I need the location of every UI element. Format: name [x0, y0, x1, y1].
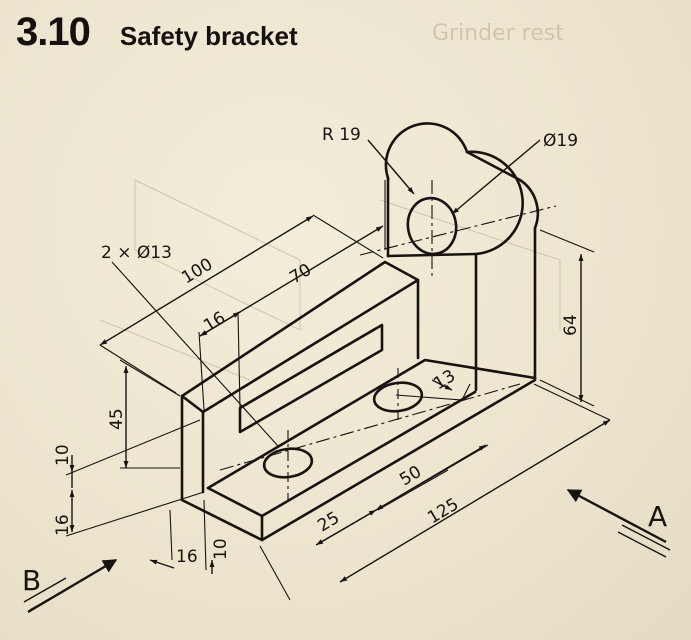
dim-70: 70: [286, 260, 315, 288]
dim-hole-large: Ø19: [543, 131, 578, 151]
dim-10-left: 10: [53, 444, 73, 466]
dim-16-left: 16: [53, 514, 73, 536]
lug-front: [386, 150, 524, 392]
exercise-heading: 3.10 Safety bracket: [16, 10, 298, 55]
view-arrow-b: [23, 558, 118, 614]
section-title: Safety bracket: [119, 21, 298, 51]
base-top-face: [206, 358, 537, 490]
dim-hole-small: 2 × Ø13: [101, 243, 172, 263]
view-label-a: A: [648, 500, 667, 533]
dim-64: 64: [561, 314, 581, 336]
view-arrows: [23, 488, 671, 614]
hole-large-outline: [406, 196, 458, 256]
dim-16-slot: 16: [200, 308, 229, 336]
dim-45: 45: [107, 408, 127, 430]
section-number: 3.10: [16, 10, 91, 54]
view-arrow-a: [566, 488, 671, 558]
slot-inner: [245, 327, 377, 405]
slot-outline: [238, 323, 384, 434]
dim-10-bottom: 10: [211, 538, 231, 560]
dim-13: 13: [430, 366, 459, 394]
bleed-through-text: Grinder rest: [432, 21, 564, 46]
dim-100: 100: [178, 254, 216, 288]
hole-small-a: [262, 447, 314, 479]
dimension-lines: [72, 139, 611, 583]
lug-outline: [384, 122, 540, 230]
hole-small-b: [372, 381, 424, 413]
dim-radius: R 19: [322, 125, 361, 145]
base-front-face: [180, 226, 537, 542]
view-label-b: B: [22, 564, 41, 597]
dim-125: 125: [424, 494, 462, 528]
dimension-labels: R 19 Ø19 2 × Ø13 100 70 16 64 45 10 16 1…: [22, 125, 667, 597]
dim-16-bottom: 16: [176, 547, 198, 567]
